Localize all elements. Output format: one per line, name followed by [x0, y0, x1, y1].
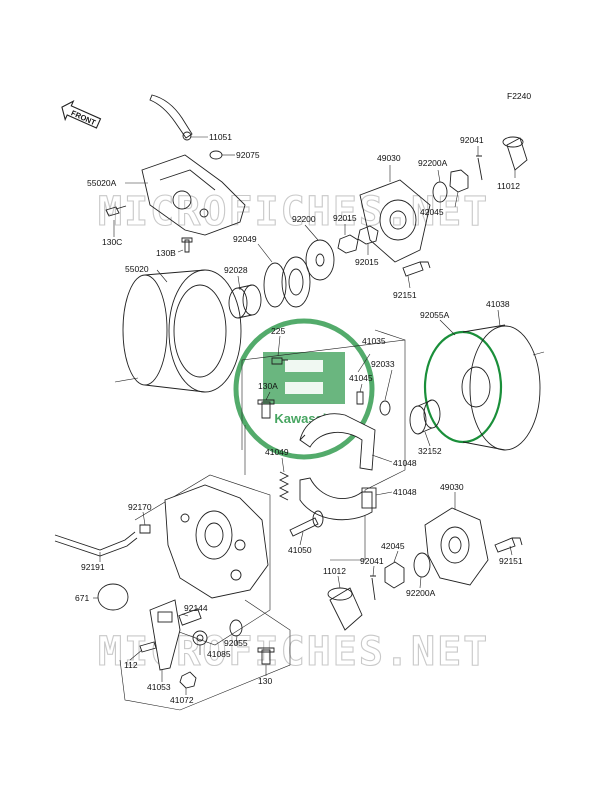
label-11012-bottom: 11012	[323, 566, 346, 576]
brake-shoe-lower	[299, 477, 377, 521]
plate-92144	[178, 608, 202, 626]
washer-92200	[305, 239, 335, 281]
label-671: 671	[75, 593, 89, 603]
leader-lines	[93, 136, 516, 695]
label-225: 225	[271, 326, 285, 336]
seal-92049	[263, 256, 311, 308]
cap-92075	[209, 150, 223, 160]
label-92028: 92028	[224, 265, 248, 275]
bolt-92151-top	[402, 261, 431, 277]
kawasaki-logo: Kawasaki	[233, 318, 375, 460]
label-92055A: 92055A	[420, 310, 450, 320]
nut-92015-a	[337, 234, 359, 254]
label-41048-a: 41048	[393, 458, 417, 468]
spring-41049	[278, 471, 290, 501]
label-49030-bottom: 49030	[440, 482, 464, 492]
label-92200-top: 92200	[292, 214, 316, 224]
ring-92055	[229, 619, 243, 637]
label-41053: 41053	[147, 682, 171, 692]
cap-11012-top	[502, 136, 528, 171]
nut-41072	[179, 671, 197, 689]
brake-panel	[164, 484, 269, 599]
label-92033: 92033	[371, 359, 395, 369]
nut-92015-b	[357, 225, 379, 245]
label-42045-top: 42045	[420, 207, 444, 217]
lever-box-bottom	[119, 599, 291, 711]
label-41038: 41038	[486, 299, 510, 309]
label-41072: 41072	[170, 695, 194, 705]
cover-55020A	[141, 154, 246, 236]
nut-42045-top	[449, 169, 469, 193]
bolt-130	[257, 647, 275, 665]
label-41085: 41085	[207, 649, 231, 659]
washer-92200A-bottom	[413, 552, 431, 578]
label-130: 130	[258, 676, 272, 686]
label-42045-bottom: 42045	[381, 541, 405, 551]
cap-11012-bottom	[327, 587, 363, 631]
label-49030-top: 49030	[377, 153, 401, 163]
label-11012-top: 11012	[497, 181, 520, 191]
label-41050: 41050	[288, 545, 312, 555]
label-92144: 92144	[184, 603, 208, 613]
label-11051: 11051	[209, 132, 232, 142]
label-92170: 92170	[128, 502, 152, 512]
bolt-112	[139, 641, 157, 653]
lever-41053	[149, 599, 181, 671]
o-ring-671	[97, 583, 129, 611]
bolt-92151-bottom	[494, 537, 523, 553]
pin-92041-bottom	[370, 575, 376, 601]
label-92041-top: 92041	[460, 135, 484, 145]
label-92049: 92049	[233, 234, 257, 244]
label-41045: 41045	[349, 373, 373, 383]
label-92151-bottom: 92151	[499, 556, 523, 566]
brake-shoe-upper	[299, 413, 376, 471]
cam-shaft-41050	[289, 510, 324, 537]
label-92055: 92055	[224, 638, 248, 648]
watermark-top: MICROFICHES.NET	[98, 189, 489, 235]
bolt-130C	[105, 205, 127, 217]
label-92041-bottom: 92041	[360, 556, 384, 566]
front-arrow-icon: FRONT	[61, 100, 102, 129]
label-92200A-top: 92200A	[418, 158, 448, 168]
hose-92191	[54, 531, 138, 557]
brake-arm-11051	[149, 94, 193, 141]
label-92075: 92075	[236, 150, 260, 160]
figure-code: F2240	[507, 91, 531, 101]
label-92015-b: 92015	[355, 257, 379, 267]
label-92151-top: 92151	[393, 290, 417, 300]
pin-41045	[356, 391, 364, 405]
bearing-92028	[228, 284, 262, 319]
label-92200A-bottom: 92200A	[406, 588, 436, 598]
bolt-130B	[181, 237, 193, 253]
shoe-box-outline	[241, 329, 406, 561]
label-130C: 130C	[102, 237, 122, 247]
clip-92170	[139, 524, 151, 534]
label-92191: 92191	[81, 562, 105, 572]
label-55020A: 55020A	[87, 178, 117, 188]
label-41048-b: 41048	[393, 487, 417, 497]
label-55020: 55020	[125, 264, 149, 274]
label-32152: 32152	[418, 446, 442, 456]
brake-drum-41038	[423, 324, 545, 451]
label-112: 112	[124, 660, 138, 670]
bolt-130A	[257, 399, 275, 419]
ring-92033	[379, 400, 391, 416]
label-130A: 130A	[258, 381, 278, 391]
label-41035: 41035	[362, 336, 386, 346]
nut-42045-bottom	[384, 561, 405, 589]
label-92015-a: 92015	[333, 213, 357, 223]
hub-49030-bottom	[424, 507, 489, 586]
hub-49030-top	[359, 179, 431, 263]
label-41049: 41049	[265, 447, 289, 457]
brake-drum-55020	[114, 269, 242, 393]
label-130B: 130B	[156, 248, 176, 258]
bolt-225	[271, 357, 288, 365]
pin-92041-top	[476, 155, 483, 181]
collar-32152	[409, 399, 441, 435]
